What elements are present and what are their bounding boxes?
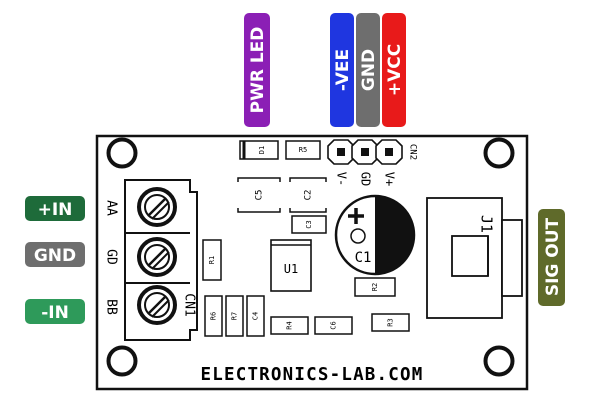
label-c3: C3 [305, 220, 313, 228]
connector-j1 [426, 197, 523, 319]
label-pin-gd: GD [359, 172, 373, 186]
component-r1 [202, 239, 222, 281]
label-u1: U1 [284, 262, 298, 276]
label-gd: GD [104, 249, 119, 265]
label-r6: R6 [210, 312, 218, 320]
label-c5: C5 [255, 190, 265, 201]
component-r4 [270, 316, 309, 335]
component-c1 [334, 194, 416, 276]
tag-vee-bg [330, 13, 354, 127]
cn2-pins [337, 148, 393, 156]
mounting-hole-icon [106, 345, 138, 377]
label-r3: R3 [387, 318, 395, 326]
tag-vcc: +VCC [382, 13, 406, 127]
component-r5 [285, 140, 321, 160]
component-r3 [371, 313, 410, 332]
tag-vcc-label: +VCC [385, 44, 405, 96]
label-c1: C1 [355, 250, 372, 266]
component-u1 [270, 239, 312, 292]
label-d1: D1 [258, 146, 266, 154]
tag-in-plus-bg [25, 196, 85, 221]
tag-vee-label: -VEE [333, 49, 353, 91]
tag-pwr-led-bg [244, 13, 270, 127]
label-r7: R7 [231, 312, 239, 320]
label-c4: C4 [252, 312, 260, 320]
tag-gnd-top-bg [356, 13, 380, 127]
tag-in-minus: -IN [25, 299, 85, 324]
label-pin-vplus: V+ [383, 172, 397, 186]
label-c2: C2 [304, 190, 314, 201]
label-r2: R2 [371, 283, 379, 291]
label-cn1: CN1 [182, 293, 197, 316]
mounting-hole-icon [483, 345, 515, 377]
component-c3 [291, 215, 327, 234]
tag-in-minus-bg [25, 299, 85, 324]
tag-in-minus-label: -IN [41, 303, 69, 323]
component-c6 [314, 316, 353, 335]
tag-in-plus-label: +IN [38, 200, 73, 220]
label-r5: R5 [299, 146, 307, 154]
tag-vcc-bg [382, 13, 406, 127]
tag-vee: -VEE [330, 13, 354, 127]
cn1-screw-1 [137, 187, 177, 227]
component-r6 [204, 295, 223, 337]
tag-pwr-led-label: PWR LED [248, 27, 268, 114]
label-c6: C6 [330, 321, 338, 329]
component-c5 [237, 177, 281, 213]
component-d1 [239, 140, 279, 160]
label-j1: J1 [478, 215, 496, 233]
label-cn2: CN2 [408, 144, 418, 160]
label-bb: BB [104, 299, 119, 315]
tag-gnd-left-bg [25, 242, 85, 267]
tag-gnd-left: GND [25, 242, 85, 267]
component-c2 [289, 177, 327, 213]
label-aa: AA [104, 200, 119, 216]
mounting-hole-icon [483, 137, 515, 169]
tag-in-plus: +IN [25, 196, 85, 221]
tag-gnd-left-label: GND [34, 246, 76, 266]
cn1-screw-2 [137, 237, 177, 277]
tag-pwr-led: PWR LED [244, 13, 270, 127]
cn1-screw-3 [137, 285, 177, 325]
tag-sig-out-label: SIG OUT [543, 217, 563, 296]
label-r4: R4 [286, 321, 294, 329]
component-c4 [246, 295, 265, 337]
tag-gnd-top: GND [356, 13, 380, 127]
mounting-hole-icon [106, 137, 138, 169]
component-r7 [225, 295, 244, 337]
tag-gnd-top-label: GND [359, 49, 379, 91]
c1-marker [350, 228, 366, 244]
tag-sig-out: SIG OUT [538, 209, 565, 306]
label-r1: R1 [208, 256, 216, 264]
component-r2 [354, 277, 396, 297]
label-pin-vminus: V- [335, 172, 349, 186]
board-website-label: ELECTRONICS-LAB.COM [201, 365, 424, 385]
tag-sig-out-bg [538, 209, 565, 306]
